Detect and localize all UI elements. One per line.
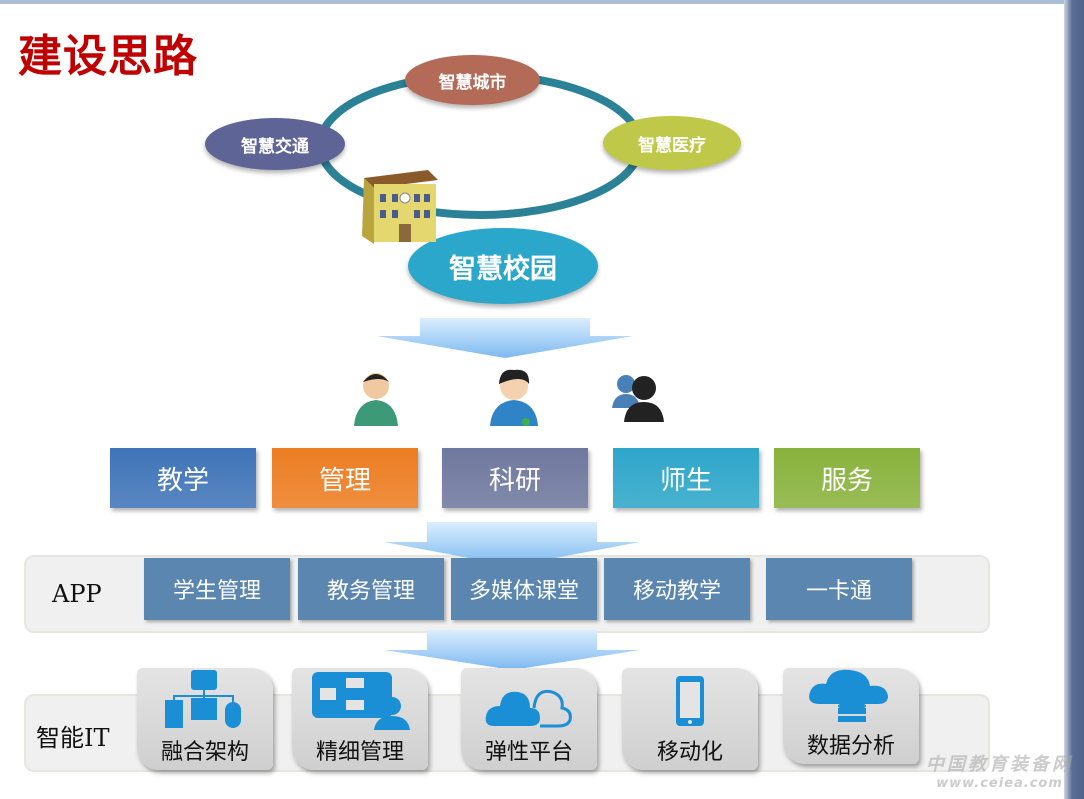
watermark: 中国教育装备网 www.ceiea.com xyxy=(926,750,1073,791)
down-arrow-2 xyxy=(384,522,640,566)
category-teachers-students[interactable]: 师生 xyxy=(613,448,759,508)
app-multimedia-classroom[interactable]: 多媒体课堂 xyxy=(451,558,597,620)
it-label-text: 移动化 xyxy=(656,740,723,765)
it-label-text: 数据分析 xyxy=(806,734,895,759)
app-one-card[interactable]: 一卡通 xyxy=(766,558,912,620)
smartphone-icon xyxy=(676,676,704,726)
it-label-text: 精细管理 xyxy=(315,740,404,765)
top-border xyxy=(0,0,1084,4)
category-teaching[interactable]: 教学 xyxy=(110,448,256,508)
it-elastic-platform[interactable]: 弹性平台 xyxy=(461,668,597,770)
app-student-management[interactable]: 学生管理 xyxy=(144,558,290,620)
app-label: APP xyxy=(52,580,102,608)
down-arrow-1 xyxy=(377,318,633,358)
cloud-smart-medical: 智慧医疗 xyxy=(603,116,741,170)
it-data-analysis[interactable]: 数据分析 xyxy=(783,668,919,764)
down-arrow-3 xyxy=(384,630,640,670)
it-label-text: 融合架构 xyxy=(160,740,249,765)
user-avatar-icon xyxy=(490,369,538,426)
workflow-user-icon xyxy=(312,672,410,730)
watermark-url: www.ceiea.com xyxy=(936,776,1063,791)
category-research[interactable]: 科研 xyxy=(442,448,588,508)
it-label-text: 弹性平台 xyxy=(484,740,573,765)
cloud-smart-campus: 智慧校园 xyxy=(408,228,598,304)
person-icon xyxy=(354,373,398,426)
category-management[interactable]: 管理 xyxy=(272,448,418,508)
app-academic-affairs[interactable]: 教务管理 xyxy=(298,558,444,620)
cloud-smart-traffic: 智慧交通 xyxy=(205,118,345,170)
it-mobile[interactable]: 移动化 xyxy=(622,668,758,770)
group-users-icon xyxy=(612,375,664,422)
category-service[interactable]: 服务 xyxy=(774,448,920,508)
cloud-smart-city: 智慧城市 xyxy=(405,55,540,105)
page-title: 建设思路 xyxy=(18,31,198,82)
it-label: 智能IT xyxy=(36,724,110,752)
app-mobile-teaching[interactable]: 移动教学 xyxy=(604,558,750,620)
watermark-text: 中国教育装备网 xyxy=(926,754,1073,775)
it-fine-management[interactable]: 精细管理 xyxy=(292,668,428,770)
cloud-icon xyxy=(485,689,572,728)
network-architecture-icon xyxy=(165,670,241,728)
school-building-icon xyxy=(362,170,438,244)
right-edge-bar xyxy=(1064,0,1084,799)
it-converged-architecture[interactable]: 融合架构 xyxy=(137,668,273,770)
cloud-database-icon xyxy=(809,669,888,722)
